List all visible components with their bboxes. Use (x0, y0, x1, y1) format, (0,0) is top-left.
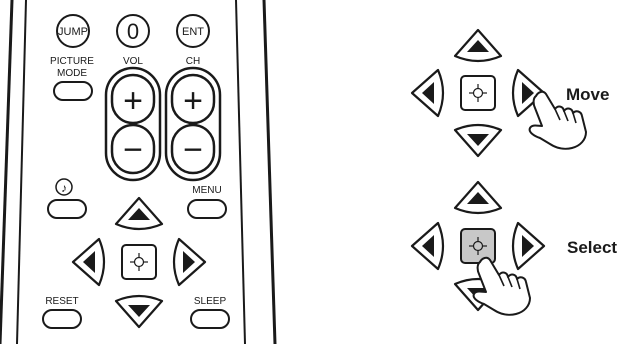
reset-label: RESET (45, 296, 78, 307)
jump-button[interactable]: JUMP (57, 15, 89, 47)
picture-mode-label-line1: PICTURE (50, 56, 94, 67)
remote-inner-left-edge (17, 0, 26, 344)
sound-mode-group: ♪ (48, 179, 86, 218)
sleep-label: SLEEP (194, 296, 227, 307)
ch-rocker: + − (166, 68, 220, 180)
remote-right-button[interactable] (174, 239, 205, 285)
remote-control: JUMP 0 ENT PICTURE MODE VOL CH + − (0, 0, 275, 344)
move-down-arrow-icon (455, 125, 501, 156)
move-left-arrow-icon (412, 70, 443, 116)
remote-inner-right-edge (236, 0, 245, 344)
remote-down-button[interactable] (116, 296, 162, 327)
vol-label: VOL (123, 56, 143, 67)
remote-outer-left-edge (0, 0, 12, 344)
move-center-icon (461, 76, 495, 110)
remote-select-button[interactable] (122, 245, 156, 279)
menu-label: MENU (192, 185, 221, 196)
move-label: Move (566, 85, 609, 104)
select-label: Select (567, 238, 617, 257)
jump-label: JUMP (58, 26, 88, 38)
music-note-glyph: ♪ (61, 181, 67, 195)
select-left-arrow-icon (412, 223, 443, 269)
select-up-arrow-icon (455, 182, 501, 213)
select-right-arrow-icon (513, 223, 544, 269)
ch-minus-label: − (183, 131, 203, 169)
zero-button[interactable]: 0 (117, 15, 149, 47)
ent-button[interactable]: ENT (177, 15, 209, 47)
menu-button[interactable] (188, 200, 226, 218)
ch-label: CH (186, 56, 200, 67)
vol-rocker: + − (106, 68, 160, 180)
picture-mode-label-line2: MODE (57, 68, 87, 79)
select-diagram: Select (412, 182, 617, 315)
move-up-arrow-icon (455, 30, 501, 61)
sound-mode-button[interactable] (48, 200, 86, 218)
ch-plus-label: + (183, 82, 203, 120)
vol-minus-label: − (123, 131, 143, 169)
picture-mode-button[interactable] (54, 82, 92, 100)
vol-plus-label: + (123, 82, 143, 120)
remote-left-button[interactable] (73, 239, 104, 285)
move-diagram: Move (412, 30, 609, 156)
zero-label: 0 (127, 19, 139, 44)
sleep-button[interactable] (191, 310, 229, 328)
select-center-pressed-icon (461, 229, 495, 263)
ent-label: ENT (182, 26, 204, 38)
remote-outer-right-edge (264, 0, 275, 344)
reset-button[interactable] (43, 310, 81, 328)
remote-up-button[interactable] (116, 198, 162, 229)
